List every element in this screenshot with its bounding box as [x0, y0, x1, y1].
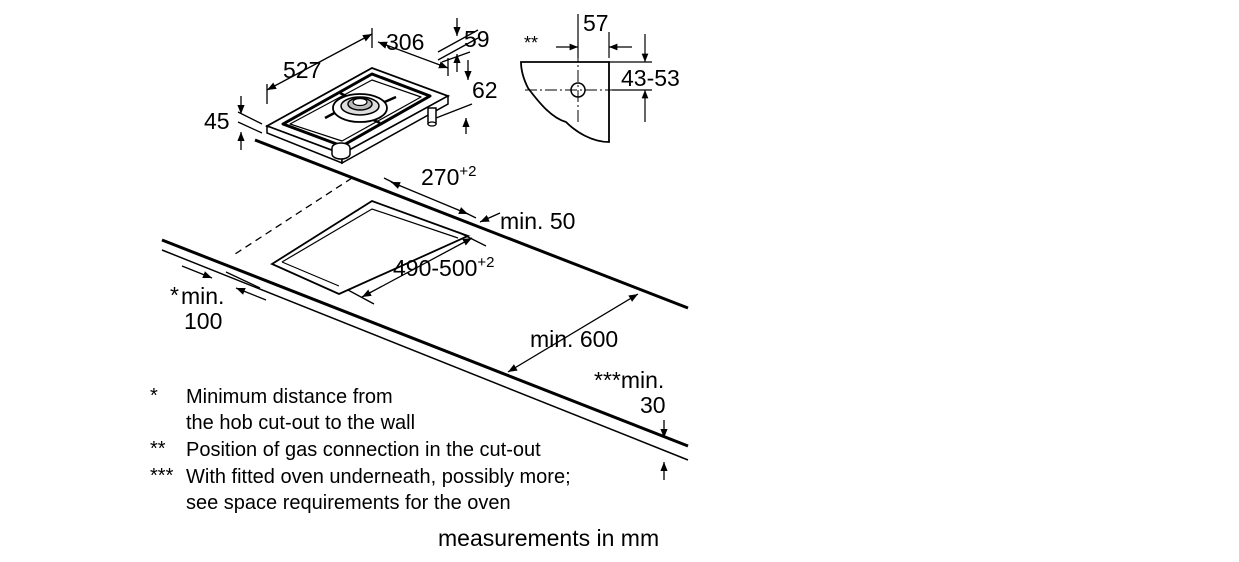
dim-62: 62: [472, 77, 498, 103]
front-min-value: 100: [184, 308, 222, 334]
note-1-line-2: the hob cut-out to the wall: [186, 412, 415, 434]
front-min-star: *: [170, 282, 179, 308]
hob-dimension-lines: [237, 18, 479, 150]
dim-min-50: min. 50: [500, 208, 575, 234]
note-1-line-1: Minimum distance from: [186, 386, 393, 408]
dim-527: 527: [283, 57, 321, 83]
note-2-marker: **: [150, 438, 166, 460]
notes: * Minimum distance from the hob cut-out …: [150, 385, 571, 514]
note-3-line-1: With fitted oven underneath, possibly mo…: [186, 466, 571, 488]
note-2-line-1: Position of gas connection in the cut-ou…: [186, 439, 541, 461]
front-min-label: min.: [181, 283, 224, 309]
note-1-marker: *: [150, 385, 158, 407]
units-footer: measurements in mm: [438, 525, 659, 551]
gas-marker: **: [524, 33, 538, 53]
dim-57: 57: [583, 10, 609, 36]
dim-270: 270+2: [421, 163, 476, 190]
gas-connection-detail: [520, 14, 652, 143]
hob-drawing: [264, 67, 451, 165]
dim-59: 59: [464, 26, 490, 52]
dim-306: 306: [386, 29, 424, 55]
dim-min-600: min. 600: [530, 326, 618, 352]
note-3-line-2: see space requirements for the oven: [186, 492, 511, 514]
dim-45: 45: [204, 108, 230, 134]
oven-min-label: ***min.: [594, 367, 664, 393]
oven-min-value: 30: [640, 392, 666, 418]
dim-43-53: 43-53: [621, 65, 680, 91]
dim-490-500: 490-500+2: [393, 254, 495, 281]
note-3-marker: ***: [150, 465, 174, 487]
worktop-dimension-lines: [181, 177, 668, 480]
